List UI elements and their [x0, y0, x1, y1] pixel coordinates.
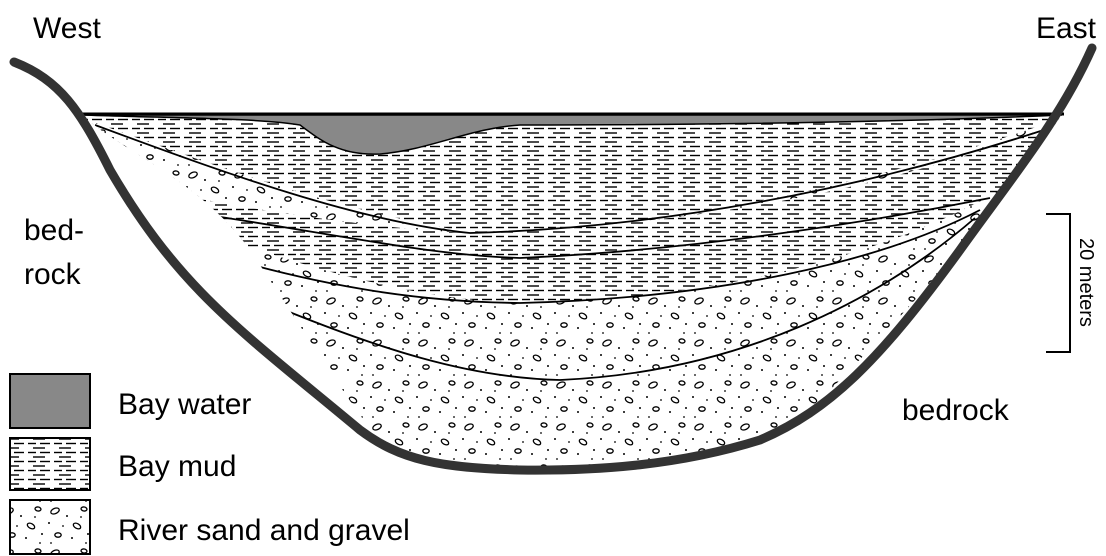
legend-swatch-river-sand-gravel [10, 500, 90, 554]
east-label: East [1036, 12, 1097, 45]
scale-bar: 20 meters [1046, 214, 1097, 352]
legend-swatch-bay-mud [10, 438, 90, 490]
bedrock-right-label: bedrock [902, 394, 1010, 427]
bedrock-left-label-line1: bed- [24, 214, 84, 247]
sediment-layers [0, 90, 1106, 500]
west-label: West [33, 12, 101, 45]
legend: Bay water Bay mud River sand and gravel [10, 374, 410, 554]
scale-bar-label: 20 meters [1075, 238, 1097, 327]
scale-bar-bracket [1046, 214, 1070, 352]
bedrock-left-label-line2: rock [24, 258, 82, 291]
legend-label-bay-mud: Bay mud [118, 450, 236, 483]
legend-swatch-bay-water [10, 374, 90, 428]
legend-label-river-sand-gravel: River sand and gravel [118, 514, 410, 547]
legend-label-bay-water: Bay water [118, 388, 251, 421]
